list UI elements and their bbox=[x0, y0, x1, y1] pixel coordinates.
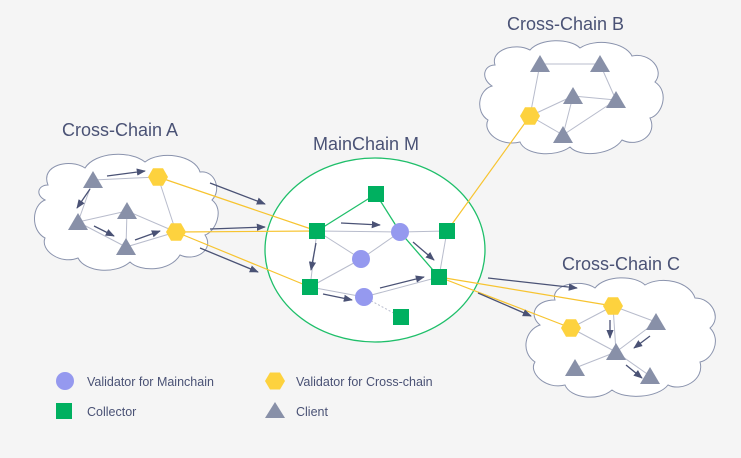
legend: Validator for Mainchain Validator for Cr… bbox=[56, 372, 433, 419]
crosschain-validator-node bbox=[603, 297, 623, 315]
client-node bbox=[83, 171, 103, 188]
title-main-chain: MainChain M bbox=[313, 134, 419, 154]
legend-client-icon bbox=[265, 402, 285, 418]
client-node bbox=[565, 359, 585, 376]
nodes bbox=[68, 55, 666, 384]
collector-node bbox=[393, 309, 409, 325]
legend-collector-icon bbox=[56, 403, 72, 419]
legend-label: Collector bbox=[87, 405, 136, 419]
client-node bbox=[646, 313, 666, 330]
cross-chain-links bbox=[157, 115, 614, 329]
legend-crosschain-validator-icon bbox=[265, 372, 285, 390]
crosschain-validator-node bbox=[561, 319, 581, 337]
crosschain-validator-node bbox=[148, 168, 168, 186]
mainchain-validator-node bbox=[352, 250, 370, 268]
flow-arrows bbox=[76, 168, 651, 379]
mainchain-validator-node bbox=[391, 223, 409, 241]
title-cross-chain-b: Cross-Chain B bbox=[507, 14, 624, 34]
crosschain-validator-node bbox=[520, 107, 540, 125]
client-node bbox=[590, 55, 610, 72]
client-node bbox=[606, 343, 626, 360]
client-node bbox=[116, 238, 136, 255]
client-node bbox=[606, 91, 626, 108]
client-node bbox=[553, 126, 573, 143]
legend-mainchain-validator-icon bbox=[56, 372, 74, 390]
client-node bbox=[640, 367, 660, 384]
client-node bbox=[530, 55, 550, 72]
crosschain-validator-node bbox=[166, 223, 186, 241]
collector-node bbox=[439, 223, 455, 239]
legend-label: Validator for Cross-chain bbox=[296, 375, 433, 389]
edges bbox=[77, 63, 657, 377]
client-node bbox=[117, 202, 137, 219]
legend-label: Client bbox=[296, 405, 328, 419]
title-cross-chain-a: Cross-Chain A bbox=[62, 120, 178, 140]
client-node bbox=[68, 213, 88, 230]
mainchain-validator-node bbox=[355, 288, 373, 306]
legend-label: Validator for Mainchain bbox=[87, 375, 214, 389]
collector-node bbox=[368, 186, 384, 202]
client-node bbox=[563, 87, 583, 104]
collector-node bbox=[309, 223, 325, 239]
title-cross-chain-c: Cross-Chain C bbox=[562, 254, 680, 274]
mainchain-boundary bbox=[264, 157, 486, 343]
collector-node bbox=[431, 269, 447, 285]
collector-node bbox=[302, 279, 318, 295]
